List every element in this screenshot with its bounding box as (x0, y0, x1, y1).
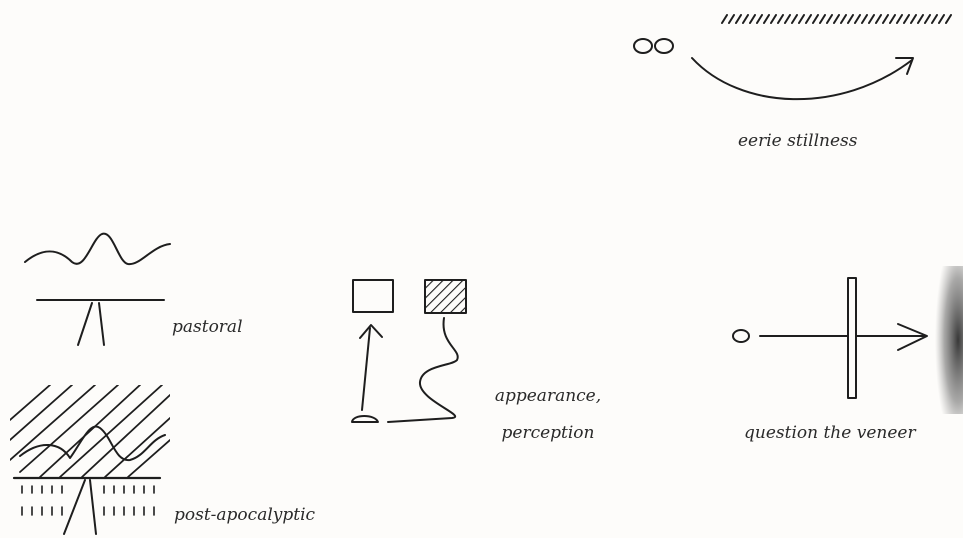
ceiling-hatch (722, 15, 951, 23)
road-cracked-right (90, 480, 96, 534)
hatched-square (425, 280, 466, 313)
pastoral-label: pastoral (172, 317, 243, 337)
veneer-panel (848, 278, 856, 398)
eerie-stillness-diagram (634, 15, 951, 99)
eerie-stillness-label: eerie stillness (738, 131, 854, 151)
up-arrowhead (360, 325, 382, 338)
gaze-arc (692, 58, 912, 99)
appearance-label: appearance, (492, 386, 604, 406)
viewer-dot (733, 330, 749, 342)
road-cracked-left (64, 480, 85, 534)
appearance-perception-diagram (352, 280, 466, 422)
up-arrow-line (362, 328, 370, 410)
empty-square (353, 280, 393, 312)
winding-path (388, 318, 458, 422)
veneer-diagram (733, 266, 963, 414)
post-apocalyptic-diagram (10, 385, 170, 534)
road-left (78, 303, 92, 345)
pastoral-diagram (25, 234, 170, 345)
perception-label: perception (492, 423, 604, 443)
rolling-hills (25, 234, 170, 264)
road-right (99, 303, 104, 345)
question-the-veneer-label: question the veneer (744, 423, 906, 443)
observer-dot (352, 416, 378, 422)
eyes-icon (634, 39, 673, 53)
shadowy-mass (930, 266, 963, 414)
ground-dashes (22, 486, 154, 515)
post-apocalyptic-label: post-apocalyptic (174, 505, 315, 525)
